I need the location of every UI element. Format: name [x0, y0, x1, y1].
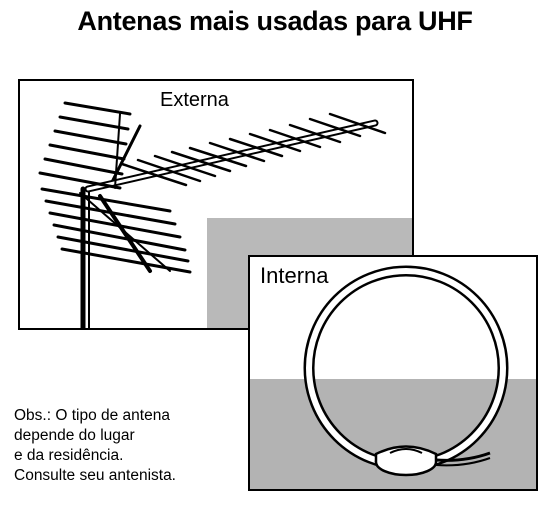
note-line: Consulte seu antenista.: [14, 467, 176, 484]
internal-antenna-panel: Interna: [248, 255, 538, 491]
note-line: depende do lugar: [14, 427, 135, 444]
yagi-antenna-illustration: [38, 101, 387, 328]
external-antenna-panel: Externa: [18, 79, 414, 330]
internal-label: Interna: [260, 263, 329, 288]
external-label: Externa: [160, 89, 229, 111]
note-line: Obs.: O tipo de antena: [14, 407, 170, 424]
figure-title: Antenas mais usadas para UHF: [77, 6, 473, 36]
note-line: e da residência.: [14, 447, 124, 464]
observation-note: Obs.: O tipo de antena depende do lugar …: [14, 406, 176, 486]
loop-antenna-illustration: [303, 265, 509, 477]
